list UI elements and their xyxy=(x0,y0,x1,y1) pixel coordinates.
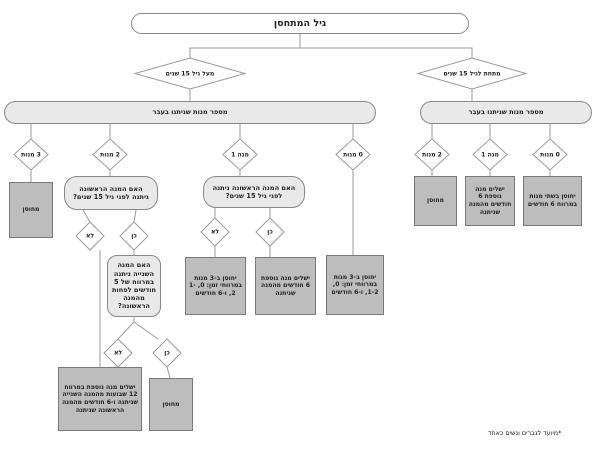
outcome-one-more-6-months: ישלים מנה נוספת 6 חודשים מהמנה שניתנה xyxy=(255,257,316,315)
decision-3-doses xyxy=(13,138,49,171)
outcome-three-doses-a: יחוסן ב-3 מנות במרווחי זמן: 0, 1-2, ו-6 … xyxy=(185,257,246,315)
no-label-1dose: לא xyxy=(210,228,220,236)
decision-under-15 xyxy=(416,57,528,90)
decision-over-15 xyxy=(133,57,247,90)
outcome-immune-2-doses: מחוסן xyxy=(149,378,193,431)
page-title: גיל המתחסן xyxy=(131,13,469,34)
decision-yes-2dose xyxy=(119,221,149,251)
u15-dose-0-label: 0 מנות xyxy=(540,151,560,158)
outcome-u15-immune: מחוסן xyxy=(414,176,457,226)
yes-label-2dose: כן xyxy=(131,232,137,240)
decision-u15-1-dose xyxy=(472,138,508,171)
dose-3-label: 3 מנות xyxy=(21,151,41,158)
decision-0-doses xyxy=(335,138,371,171)
question-first-dose-before-15-one: האם המנה הראשונה ניתנה לפני גיל 15 שנים? xyxy=(203,176,305,208)
u15-dose-1-label: מנה 1 xyxy=(481,151,499,158)
u15-dose-2-label: 2 מנות xyxy=(422,151,442,158)
footnote: *מיועד לגברים ונשים כאחד xyxy=(488,429,562,437)
decision-yes-1dose xyxy=(255,217,285,247)
decision-yes-second xyxy=(152,338,182,368)
decision-2-doses xyxy=(92,138,128,171)
decision-no-1dose xyxy=(200,217,230,247)
no-label-2dose: לא xyxy=(85,232,95,240)
age-under-15-label: מתחת לגיל 15 שנים xyxy=(443,70,501,77)
outcome-three-doses-b: יחוסן ב-3 מנות במרווחי זמן: 0, 1-2, ו-6 … xyxy=(326,255,384,315)
question-first-dose-before-15: האם המנה הראשונה ניתנה לפני גיל 15 שנים? xyxy=(64,176,158,210)
yes-label-second: כן xyxy=(164,349,170,357)
outcome-u15-two-doses: יחוסן בשתי מנות במרווח 6 חודשים xyxy=(523,176,582,226)
outcome-u15-one-more: ישלים מנה נוספת 6 חודשים מהמנה שניתנה xyxy=(465,176,515,226)
age-over-15-label: מעל גיל 15 שנים xyxy=(165,70,215,77)
prev-doses-question-under15: מספר מנות שניתנו בעבר xyxy=(420,101,592,124)
no-label-second: לא xyxy=(113,349,123,357)
outcome-immune-3-doses: מחוסן xyxy=(9,182,53,238)
decision-1-dose xyxy=(222,138,258,171)
dose-0-label: 0 מנות xyxy=(343,151,363,158)
dose-1-label: מנה 1 xyxy=(231,151,249,158)
decision-no-2dose xyxy=(75,221,105,251)
dose-2-label: 2 מנות xyxy=(100,151,120,158)
outcome-one-more-12-weeks: ישלים מנה נוספת במרווח 12 שבועות מהמנה ה… xyxy=(58,367,142,431)
decision-u15-0-doses xyxy=(532,138,568,171)
prev-doses-question-over15: מספר מנות שניתנו בעבר xyxy=(4,101,376,124)
yes-label-1dose: כן xyxy=(267,228,273,236)
decision-u15-2-doses xyxy=(414,138,450,171)
question-second-dose-interval: האם המנה השנייה ניתנה במרווח של 5 חודשים… xyxy=(107,255,161,317)
